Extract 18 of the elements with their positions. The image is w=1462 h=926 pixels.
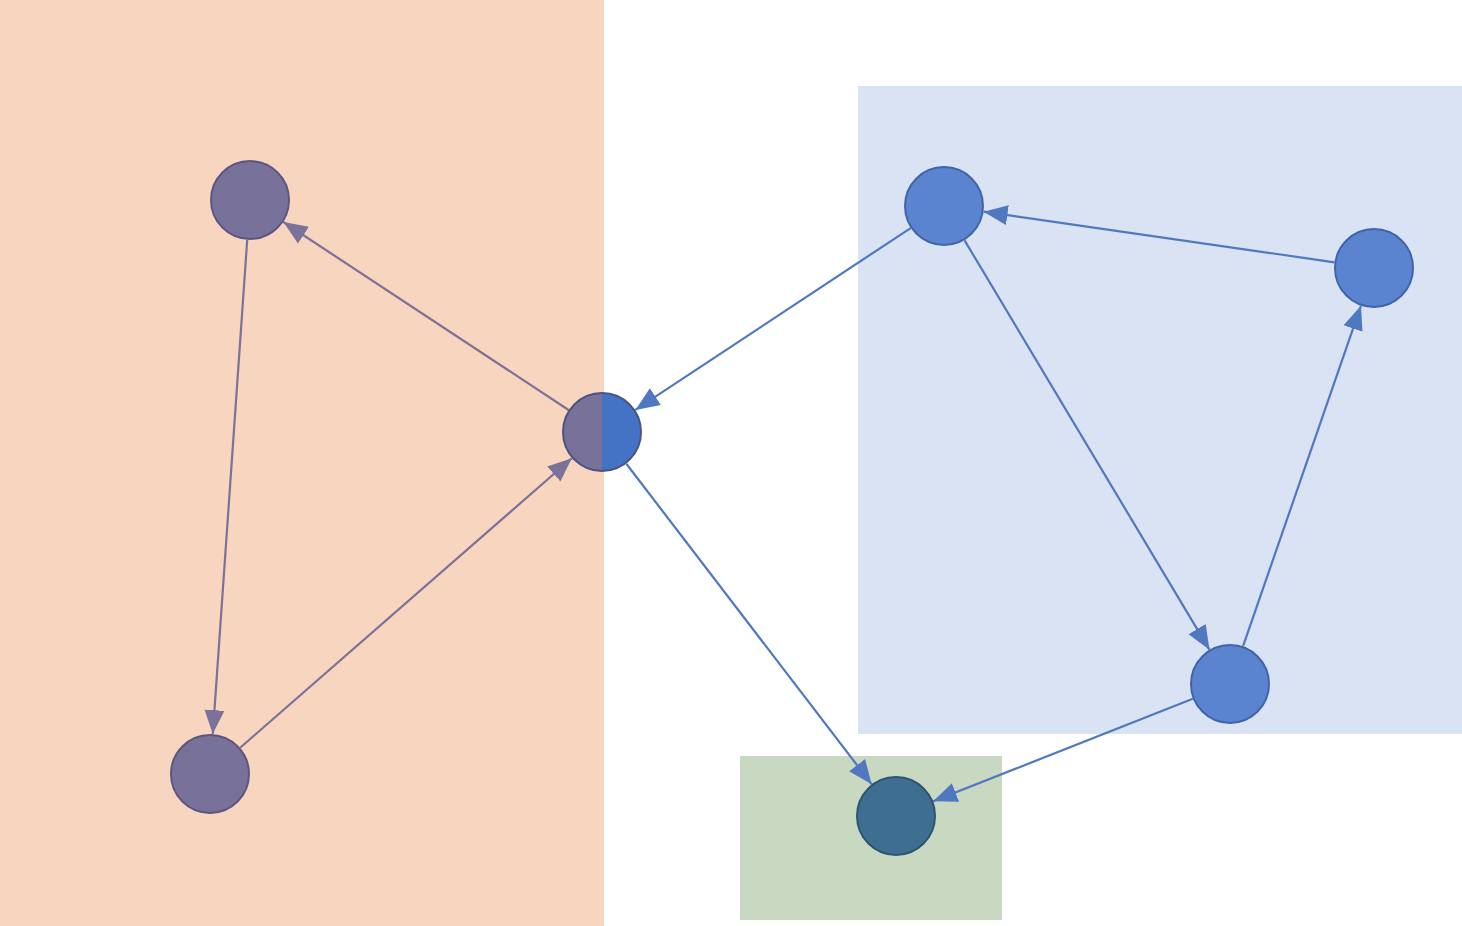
arrow (1242, 305, 1363, 647)
arrow (983, 205, 1335, 264)
arrow (204, 239, 249, 735)
arrow (625, 463, 873, 785)
arrow (963, 239, 1211, 651)
arrow (932, 697, 1194, 803)
arrow (239, 457, 573, 749)
node-circle (210, 160, 290, 240)
node-circle (904, 166, 984, 246)
group-region (0, 0, 604, 926)
node-circle (856, 776, 936, 856)
arrow (282, 221, 570, 411)
arrow (634, 227, 912, 411)
node-circle (1190, 644, 1270, 724)
group-region (740, 756, 1002, 920)
group-region (858, 86, 1462, 734)
node-circle (1334, 228, 1414, 308)
node-circle (170, 734, 250, 814)
